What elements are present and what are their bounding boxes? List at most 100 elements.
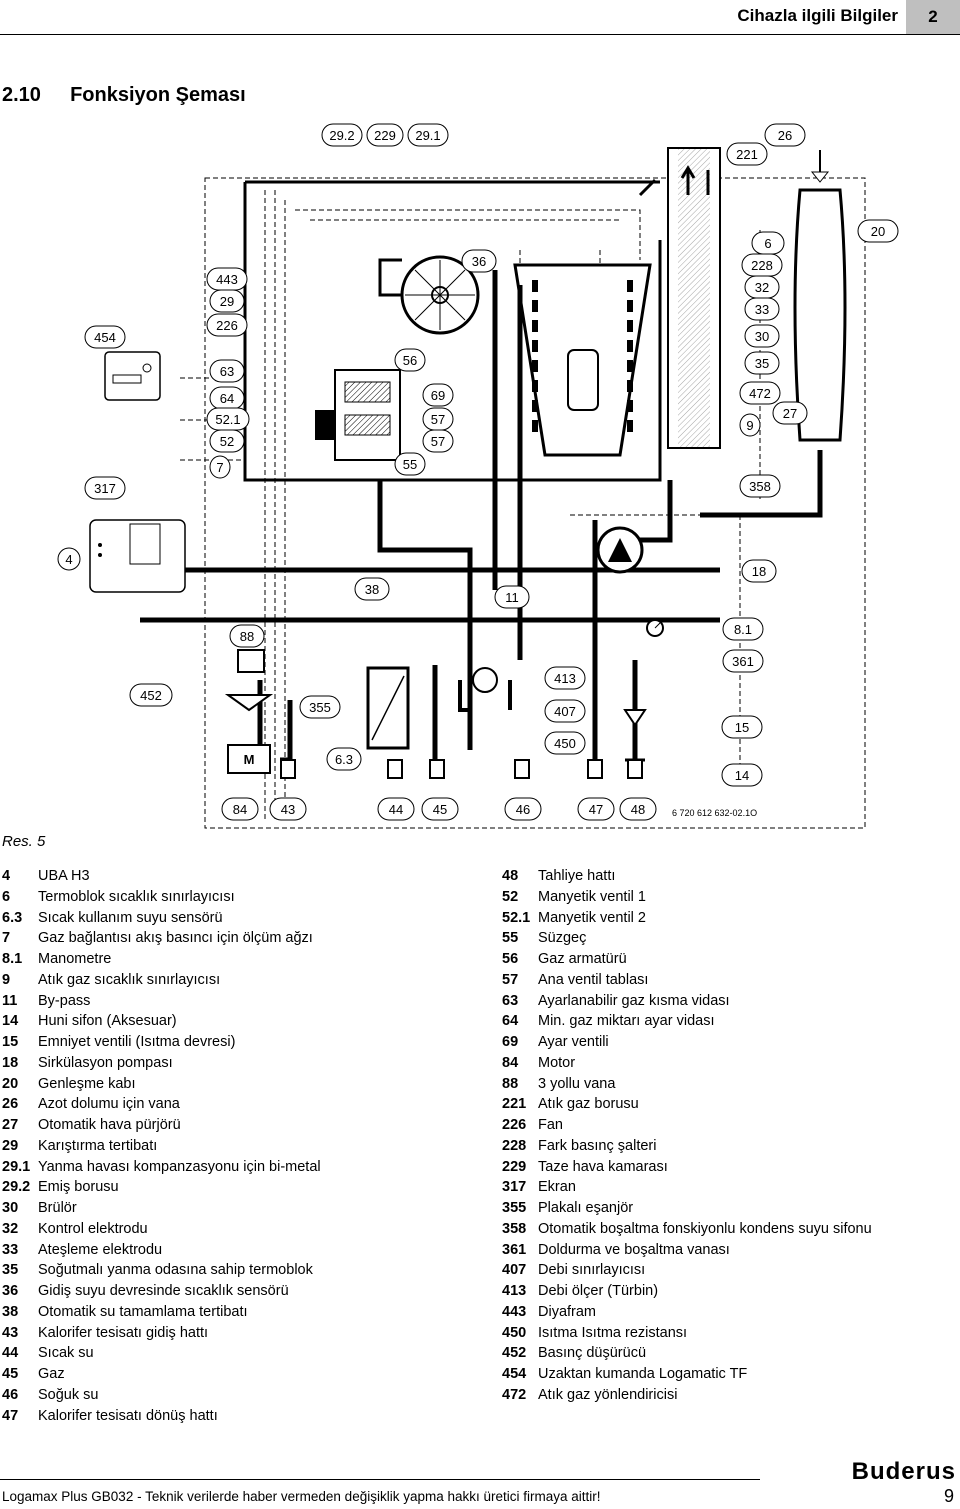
circulation-pump [596,526,644,574]
function-diagram: M [57,123,899,829]
callout-57b: 57 [431,434,445,449]
callout-6: 6 [764,236,771,251]
three-way-valve [224,649,274,712]
figure-code: 6 720 612 632-02.1O [672,808,757,818]
page-number: 9 [943,1486,954,1506]
plate-heat-exchanger [366,666,410,750]
callout-47: 47 [589,802,603,817]
callout-221: 221 [736,147,758,162]
callout-7: 7 [216,460,223,475]
callout-355: 355 [309,700,331,715]
uba-controller [89,519,186,593]
callout-64: 64 [220,391,234,406]
callout-texts: 29.2 229 29.1 26 221 20 6 228 32 33 30 3… [65,128,885,817]
motor-letter: M [244,752,255,767]
callout-43: 43 [281,802,295,817]
callout-317: 317 [94,481,116,496]
callout-9: 9 [746,418,753,433]
callout-55: 55 [403,457,417,472]
callout-29: 29 [220,294,234,309]
callout-32: 32 [755,280,769,295]
footer-text: Logamax Plus GB032 - Teknik verilerde ha… [2,1489,601,1504]
callout-454: 454 [94,330,116,345]
callout-84: 84 [233,802,247,817]
boiler-casing [204,177,866,829]
callout-4: 4 [65,552,72,567]
page-header: Cihazla ilgili Bilgiler 2 [0,0,960,35]
callout-29-1: 29.1 [415,128,440,143]
callout-69: 69 [431,388,445,403]
callout-229: 229 [374,128,396,143]
callout-27: 27 [783,406,797,421]
fan [378,255,480,335]
callout-29-2: 29.2 [329,128,354,143]
callout-63: 63 [220,364,234,379]
buderus-logo: Buderus [851,1458,956,1485]
callouts [57,123,899,821]
heat-exchanger [513,263,652,457]
callout-443: 443 [216,272,238,287]
callout-226: 226 [216,318,238,333]
callout-228: 228 [751,258,773,273]
callout-30: 30 [755,329,769,344]
gas-valve [315,369,401,461]
callout-52: 52 [220,434,234,449]
callout-52-1: 52.1 [215,412,240,427]
callout-6-3: 6.3 [335,752,353,767]
callout-14: 14 [735,768,749,783]
callout-88: 88 [240,629,254,644]
callout-56: 56 [403,353,417,368]
callout-48: 48 [631,802,645,817]
callout-413: 413 [554,671,576,686]
callout-20: 20 [871,224,885,239]
remote-control [104,351,161,401]
callout-35: 35 [755,356,769,371]
motor: M [227,744,271,774]
chapter-badge: 2 [906,0,960,34]
footer-rule [0,1479,760,1480]
callout-452: 452 [140,688,162,703]
callout-8-1: 8.1 [734,622,752,637]
callout-38: 38 [365,582,379,597]
section-title: Fonksiyon Şeması [70,84,246,106]
figure-caption: Res. 5 [2,833,46,850]
